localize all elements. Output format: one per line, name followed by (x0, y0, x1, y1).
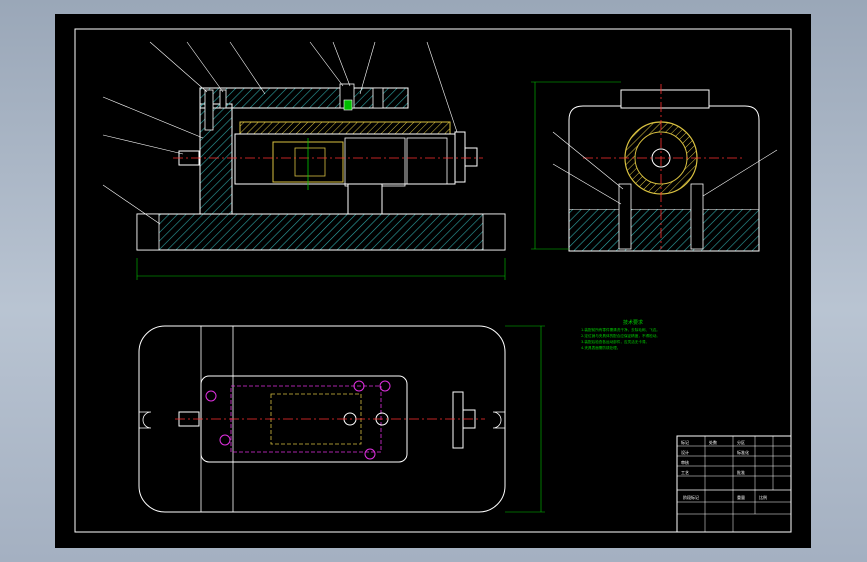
top-plan-view (138, 325, 545, 513)
tb-cell: 标记 (681, 439, 689, 445)
front-section-view (102, 41, 506, 280)
side-section-view (531, 81, 778, 252)
tb-footer: 阶段标记 (683, 494, 699, 500)
drawing-border (74, 28, 792, 533)
notes-title: 技术要求 (623, 319, 643, 326)
tb-cell: 审核 (681, 459, 689, 465)
notes-line: 2.定位销与夹具体的配合应保证精度，不得松动。 (581, 333, 660, 338)
notes-line: 3.装配后检查各运动部件，应灵活无卡滞。 (581, 339, 649, 344)
drawing-sheet: 技术要求 1.装配前所有零件需清洗干净，去除毛刺、飞边。 2.定位销与夹具体的配… (55, 14, 811, 548)
tb-cell: 处数 (709, 439, 717, 445)
tb-cell: 标准化 (737, 449, 749, 455)
cad-drawing-canvas: 技术要求 1.装配前所有零件需清洗干净，去除毛刺、飞边。 2.定位销与夹具体的配… (74, 28, 792, 533)
notes-line: 4.夹具表面需防锈处理。 (581, 345, 620, 350)
notes-line: 1.装配前所有零件需清洗干净，去除毛刺、飞边。 (581, 327, 660, 332)
tb-footer: 比例 (759, 494, 767, 500)
tb-cell: 工艺 (681, 470, 689, 475)
tb-cell: 设计 (681, 449, 689, 455)
technical-notes: 技术要求 1.装配前所有零件需清洗干净，去除毛刺、飞边。 2.定位销与夹具体的配… (581, 319, 660, 350)
tb-cell: 分区 (737, 439, 745, 445)
tb-footer: 重量 (737, 494, 745, 500)
tb-cell: 批准 (737, 469, 745, 475)
title-block: 标记 处数 分区 设计 标准化 审核 工艺 批准 阶段标记 重量 比例 (676, 435, 792, 533)
